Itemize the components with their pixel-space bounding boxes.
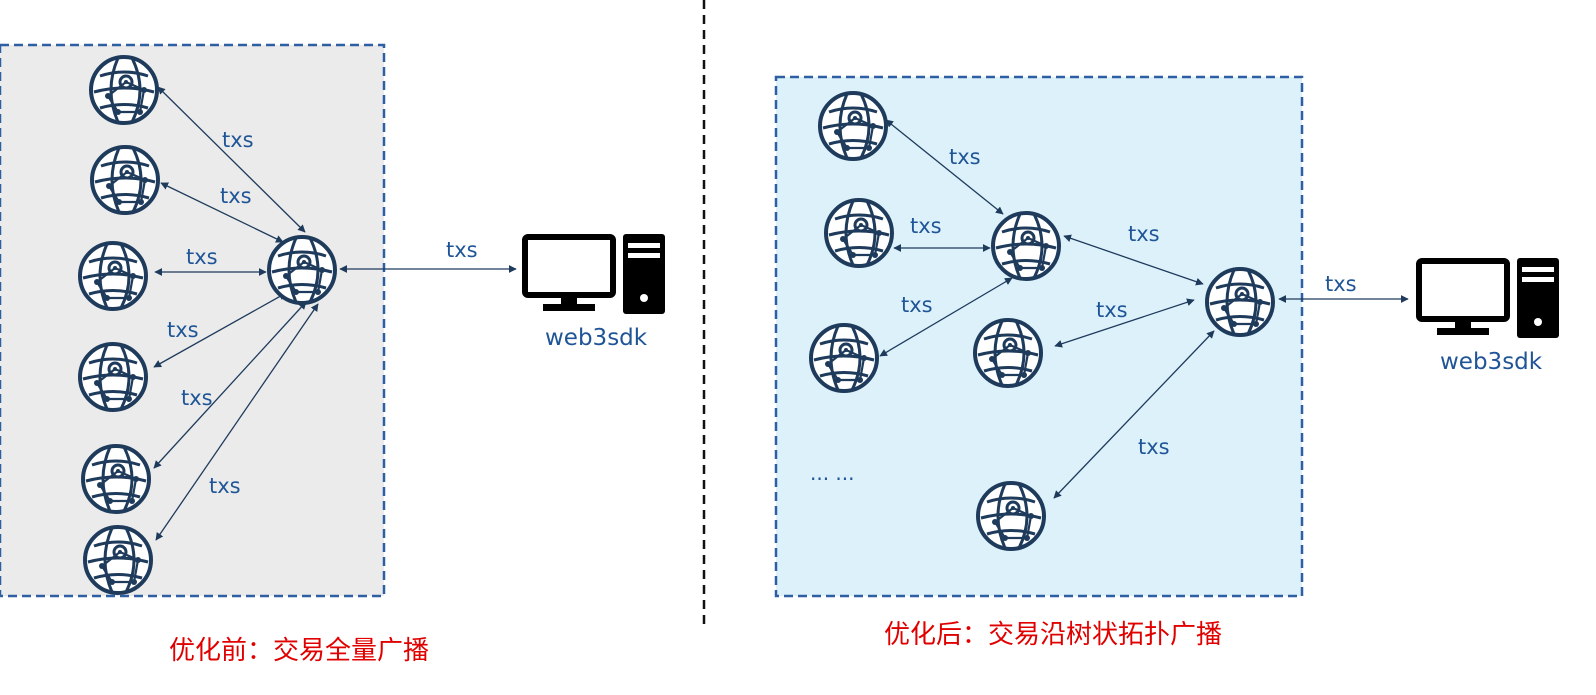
- edge-b-n5: [1053, 330, 1215, 499]
- edge-label: txs: [209, 474, 241, 498]
- network-globe-icon: [90, 145, 160, 215]
- before-edges: [153, 86, 517, 541]
- network-globe-icon: [1205, 267, 1275, 337]
- edge-label: txs: [901, 293, 933, 317]
- client-edge-label: txs: [1325, 272, 1357, 296]
- network-globe-icon: [83, 525, 153, 595]
- network-globe-icon: [818, 91, 888, 161]
- network-globe-icon: [824, 198, 894, 268]
- network-globe-icon: [809, 323, 879, 393]
- edge-label: txs: [1096, 298, 1128, 322]
- network-globe-icon: [976, 481, 1046, 551]
- client-label: web3sdk: [545, 325, 648, 351]
- network-globe-icon: [78, 241, 148, 311]
- client-label: web3sdk: [1440, 349, 1543, 375]
- network-globe-icon: [89, 55, 159, 125]
- network-globe-icon: [81, 444, 151, 514]
- after-edges: [879, 119, 1409, 499]
- after-caption: 优化后：交易沿树状拓扑广播: [884, 620, 1222, 650]
- client-edge-label: txs: [446, 238, 478, 262]
- edge-a-n1: [885, 119, 1004, 215]
- edge-label: txs: [1138, 435, 1170, 459]
- edge-label: txs: [1128, 222, 1160, 246]
- edge-label: txs: [186, 245, 218, 269]
- desktop-computer-icon: [525, 234, 665, 314]
- edge-label: txs: [222, 128, 254, 152]
- edge-label: txs: [167, 318, 199, 342]
- network-globe-icon: [991, 211, 1061, 281]
- edge-label: txs: [910, 214, 942, 238]
- network-globe-icon: [973, 318, 1043, 388]
- desktop-computer-icon: [1419, 258, 1559, 338]
- before-edge-labels: txs txs txs txs txs txs txs: [167, 128, 478, 498]
- edge-label: txs: [181, 386, 213, 410]
- network-globe-icon: [267, 235, 337, 305]
- edge-hub-peer-6: [155, 303, 319, 541]
- before-caption: 优化前：交易全量广播: [169, 636, 429, 666]
- edge-hub-peer-2: [160, 182, 284, 243]
- more-nodes-ellipsis: ... ...: [810, 461, 855, 485]
- edge-label: txs: [949, 145, 981, 169]
- edge-label: txs: [220, 184, 252, 208]
- edge-a-n3: [879, 277, 1013, 357]
- after-edge-labels: txs txs txs txs txs txs txs: [901, 145, 1357, 459]
- edge-a-b: [1063, 234, 1204, 286]
- network-globe-icon: [78, 342, 148, 412]
